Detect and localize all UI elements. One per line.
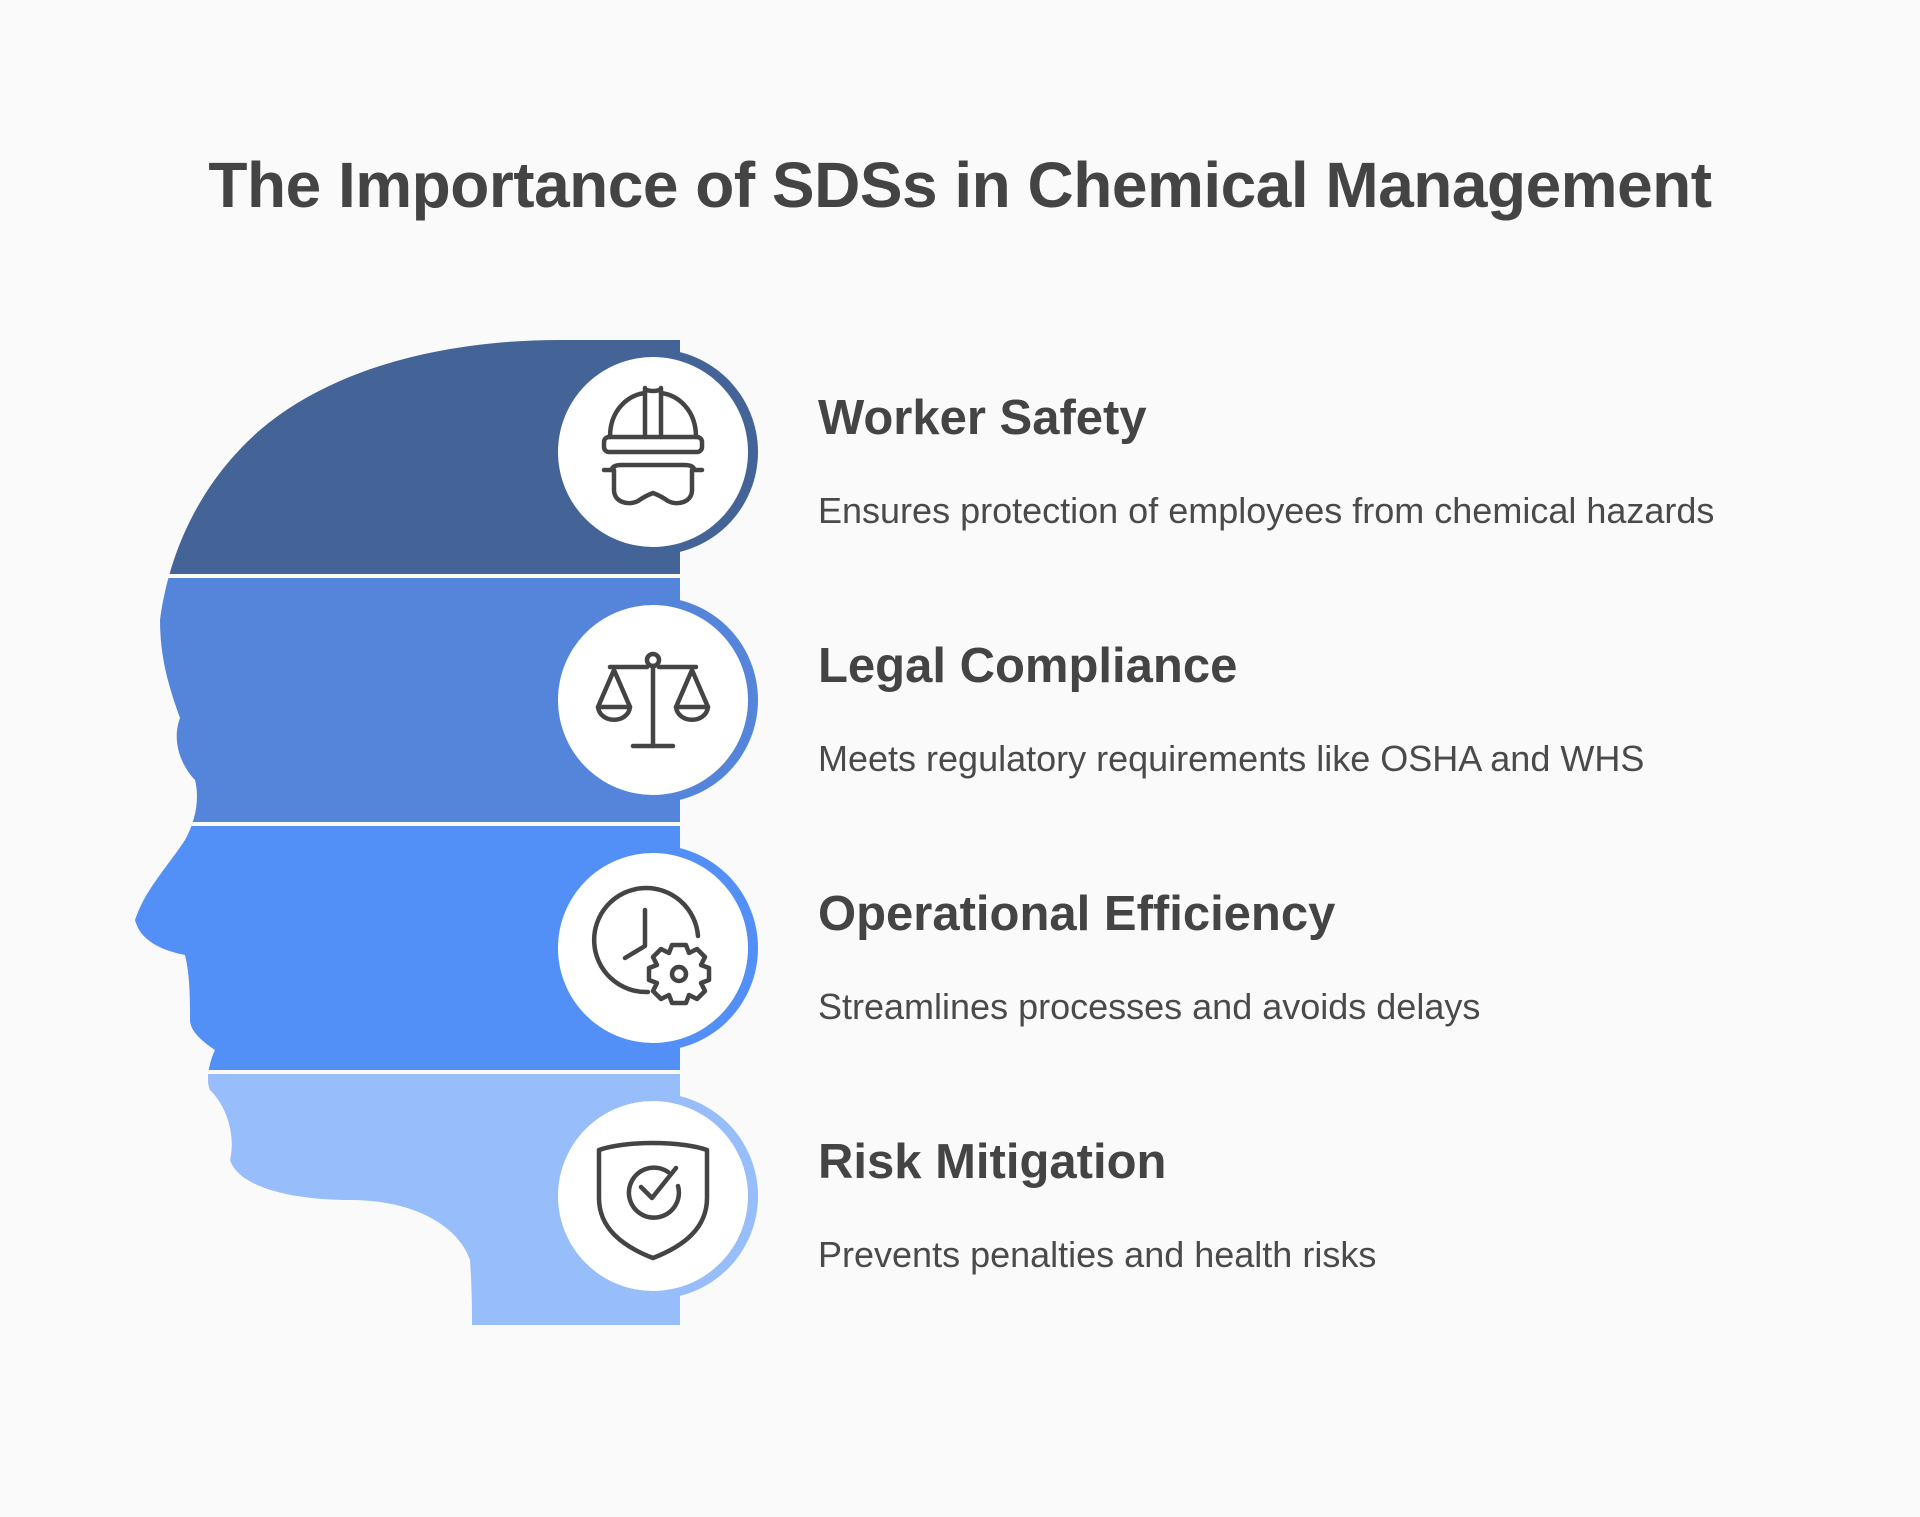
scales-icon: [595, 651, 711, 749]
item-title: Operational Efficiency: [818, 887, 1336, 941]
item-title: Worker Safety: [818, 391, 1147, 445]
shield-check-icon: [596, 1140, 710, 1261]
clock-gear-icon: [591, 885, 712, 1006]
item-legal-compliance: Legal Compliance Meets regulatory requir…: [818, 638, 1898, 780]
item-risk-mitigation: Risk Mitigation Prevents penalties and h…: [818, 1134, 1898, 1276]
item-description: Meets regulatory requirements like OSHA …: [818, 738, 1645, 779]
item-title: Risk Mitigation: [818, 1135, 1167, 1189]
hard-hat-goggles-icon: [601, 385, 705, 506]
item-operational-efficiency: Operational Efficiency Streamlines proce…: [818, 886, 1898, 1028]
item-description: Ensures protection of employees from che…: [818, 490, 1715, 531]
item-description: Prevents penalties and health risks: [818, 1234, 1377, 1275]
item-title: Legal Compliance: [818, 639, 1238, 693]
item-worker-safety: Worker Safety Ensures protection of empl…: [818, 390, 1898, 532]
circle-operational-efficiency: [558, 853, 748, 1043]
diagram-title: The Importance of SDSs in Chemical Manag…: [208, 149, 1712, 221]
item-description: Streamlines processes and avoids delays: [818, 986, 1481, 1027]
